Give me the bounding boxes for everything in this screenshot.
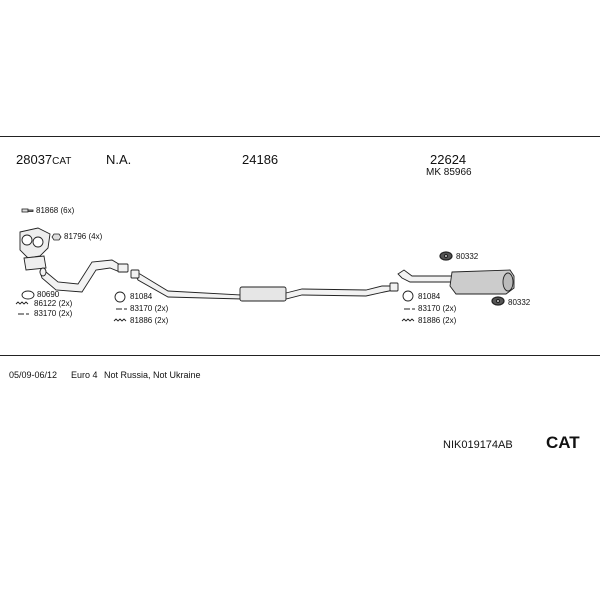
label-83170-left: 83170 (2x)	[34, 309, 73, 318]
label-86122: 86122 (2x)	[34, 299, 73, 308]
label-83170-mid: 83170 (2x)	[130, 304, 169, 313]
ring-icon	[113, 291, 127, 322]
label-81886-right: 81886 (2x)	[418, 316, 457, 325]
label-80332-right: 80332	[508, 298, 531, 307]
ring-icon-right	[401, 290, 415, 322]
part-number-section2: N.A.	[106, 152, 132, 167]
euro-text: Euro 4	[71, 370, 98, 380]
rubber-hanger-icon	[439, 251, 453, 261]
gasket-icon	[15, 290, 35, 315]
middle-divider	[0, 355, 600, 356]
restriction-text: Not Russia, Not Ukraine	[104, 370, 201, 380]
catalytic-converter	[19, 227, 51, 271]
kit-code: NIK019174AB	[443, 439, 513, 451]
label-81886-mid: 81886 (2x)	[130, 316, 169, 325]
front-pipe	[39, 259, 129, 293]
period-text: 05/09-06/12	[9, 370, 58, 380]
label-81084-right: 81084	[418, 292, 441, 301]
label-81868: 81868 (6x)	[36, 206, 75, 215]
label-83170-right: 83170 (2x)	[418, 304, 457, 313]
part-number-section4: 22624	[430, 152, 467, 167]
part-number-section1: 28037CAT	[16, 153, 71, 167]
nut-icon	[51, 233, 62, 241]
mk-number: MK 85966	[426, 167, 472, 178]
label-81084-mid: 81084	[130, 292, 153, 301]
label-80690: 80690	[37, 290, 60, 299]
label-80332-top: 80332	[456, 252, 479, 261]
rear-muffler	[397, 269, 515, 295]
part-number-28037: 28037	[16, 152, 53, 167]
top-divider	[0, 136, 600, 137]
label-81796: 81796 (4x)	[64, 232, 103, 241]
middle-pipe	[130, 269, 399, 302]
bolt-icon	[21, 208, 34, 213]
rubber-hanger-icon-right	[491, 296, 505, 306]
cat-label: CAT	[546, 433, 580, 452]
part-number-section3: 24186	[242, 152, 279, 167]
cat-suffix: CAT	[52, 156, 72, 167]
